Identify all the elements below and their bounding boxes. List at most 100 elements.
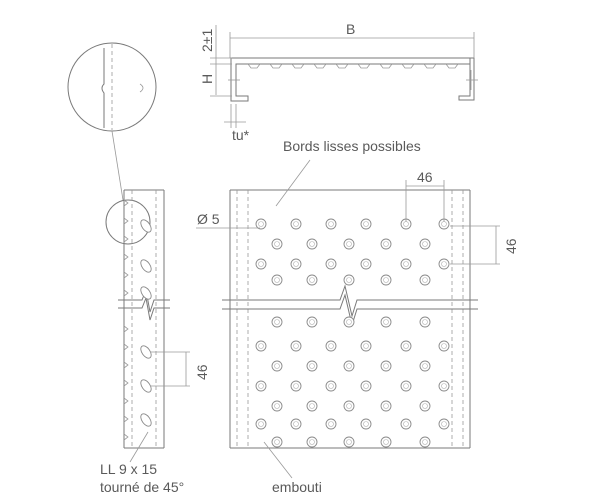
embossed-label: embouti <box>272 479 322 495</box>
embossed-hole <box>360 218 372 230</box>
edge-notch <box>123 361 129 369</box>
profile-bump <box>247 63 261 69</box>
embossed-hole <box>325 258 337 270</box>
embossed-hole <box>438 418 450 430</box>
profile-bump <box>357 63 371 69</box>
side-view <box>118 189 190 463</box>
side-pitch-label: 46 <box>194 364 210 380</box>
embossed-hole <box>343 436 355 448</box>
embossed-hole <box>343 316 355 328</box>
edge-notch <box>123 289 129 297</box>
embossed-hole <box>306 436 318 448</box>
edge-notch <box>123 235 129 243</box>
side-slot <box>140 219 152 233</box>
profile-bump <box>445 63 459 69</box>
embossed-hole <box>343 400 355 412</box>
embossed-hole <box>380 436 392 448</box>
dim-height-label: H <box>199 74 215 84</box>
dim-width-label: B <box>346 21 355 37</box>
embossed-hole <box>400 340 412 352</box>
embossed-hole <box>255 418 267 430</box>
embossed-hole <box>271 316 283 328</box>
embossed-hole <box>438 258 450 270</box>
embossed-hole <box>380 238 392 250</box>
edge-notch <box>123 253 129 261</box>
embossed-hole <box>380 400 392 412</box>
embossed-hole <box>419 274 431 286</box>
embossed-hole <box>306 238 318 250</box>
dim-thickness-label: tu* <box>232 127 250 143</box>
edge-notch <box>123 415 129 423</box>
side-slot <box>140 345 152 359</box>
dim-lip-label: 2±1 <box>199 29 215 52</box>
embossed-hole <box>325 340 337 352</box>
embossed-hole <box>343 360 355 372</box>
profile-bump <box>335 63 349 69</box>
embossed-hole <box>255 380 267 392</box>
embossed-hole <box>306 274 318 286</box>
embossed-hole <box>290 218 302 230</box>
embossed-hole <box>255 258 267 270</box>
profile-bump <box>423 63 437 69</box>
embossed-hole <box>271 360 283 372</box>
embossed-hole <box>380 360 392 372</box>
embossed-hole <box>306 316 318 328</box>
smooth-edges-label: Bords lisses possibles <box>283 138 421 154</box>
edge-notch <box>123 217 129 225</box>
embossed-hole <box>419 316 431 328</box>
side-slot <box>140 413 152 427</box>
embossed-hole <box>438 380 450 392</box>
edge-notch <box>123 343 129 351</box>
embossed-hole <box>400 418 412 430</box>
hole-pitch-x-label: 46 <box>417 169 433 185</box>
side-slot <box>140 259 152 273</box>
embossed-hole <box>271 436 283 448</box>
profile-bump <box>291 63 305 69</box>
embossed-hole <box>419 400 431 412</box>
embossed-hole <box>360 418 372 430</box>
embossed-hole <box>325 380 337 392</box>
embossed-hole <box>325 418 337 430</box>
embossed-hole <box>255 340 267 352</box>
embossed-hole <box>360 380 372 392</box>
profile-bump <box>313 63 327 69</box>
slot-size-label: LL 9 x 15 <box>100 461 157 477</box>
embossed-hole <box>343 238 355 250</box>
embossed-hole <box>360 258 372 270</box>
embossed-hole <box>271 238 283 250</box>
embossed-hole <box>325 218 337 230</box>
embossed-hole <box>271 274 283 286</box>
detail-magnifier <box>67 42 157 245</box>
plan-view <box>196 159 500 479</box>
edge-notch <box>123 397 129 405</box>
profile-bump <box>379 63 393 69</box>
edge-notch <box>123 325 129 333</box>
embossed-hole <box>271 400 283 412</box>
embossed-hole <box>400 258 412 270</box>
side-slot <box>140 379 152 393</box>
embossed-hole <box>290 340 302 352</box>
embossed-hole <box>400 380 412 392</box>
embossed-hole <box>380 274 392 286</box>
embossed-hole <box>306 360 318 372</box>
slot-rotation-label: tourné de 45° <box>100 479 184 495</box>
side-slot <box>140 286 152 300</box>
hole-pitch-y-label: 46 <box>503 238 519 254</box>
embossed-hole <box>419 360 431 372</box>
edge-notch <box>123 271 129 279</box>
hole-diameter-label: Ø 5 <box>197 211 220 227</box>
edge-notch <box>123 433 129 441</box>
embossed-hole <box>438 340 450 352</box>
edge-notch <box>123 199 129 207</box>
embossed-hole <box>343 274 355 286</box>
edge-notch <box>123 379 129 387</box>
embossed-hole <box>290 418 302 430</box>
embossed-hole <box>290 380 302 392</box>
embossed-hole <box>306 400 318 412</box>
embossed-hole <box>360 340 372 352</box>
profile-bump <box>401 63 415 69</box>
cross-section-profile <box>210 25 478 128</box>
embossed-hole <box>255 218 267 230</box>
embossed-hole <box>290 258 302 270</box>
